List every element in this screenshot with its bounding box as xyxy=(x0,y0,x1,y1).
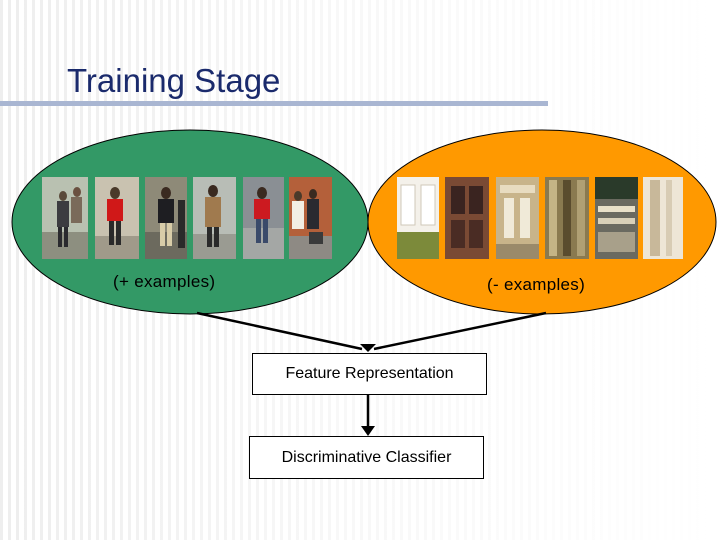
arrow-from-negative xyxy=(373,311,547,351)
pedestrian-photo-6 xyxy=(289,177,332,259)
negative-examples-label: (- examples) xyxy=(487,275,586,294)
negative-image-strip xyxy=(397,177,683,259)
slide-title: Training Stage xyxy=(67,62,281,99)
positive-image-strip xyxy=(42,177,332,259)
pedestrian-photo-5 xyxy=(243,177,284,259)
background-photo-5 xyxy=(595,177,638,259)
arrowhead-classifier xyxy=(361,426,375,436)
pedestrian-photo-1 xyxy=(42,177,88,259)
background-photo-4 xyxy=(545,177,589,259)
arrow-from-positive xyxy=(196,311,363,351)
arrows xyxy=(196,311,547,427)
pedestrian-photo-3 xyxy=(145,177,187,259)
background-photo-2 xyxy=(445,177,489,259)
discriminative-classifier-label: Discriminative Classifier xyxy=(281,448,452,466)
feature-representation-box: Feature Representation xyxy=(252,353,487,395)
background-photo-6 xyxy=(643,177,683,259)
title-underline xyxy=(0,101,548,106)
feature-representation-label: Feature Representation xyxy=(285,365,454,382)
background-photo-1 xyxy=(397,177,439,259)
positive-examples-label: (+ examples) xyxy=(113,272,216,291)
pedestrian-photo-4 xyxy=(193,177,236,259)
background-photo-3 xyxy=(496,177,539,259)
discriminative-classifier-box: Discriminative Classifier xyxy=(249,436,484,479)
pedestrian-photo-2 xyxy=(95,177,139,259)
arrowhead-feature xyxy=(360,344,376,352)
